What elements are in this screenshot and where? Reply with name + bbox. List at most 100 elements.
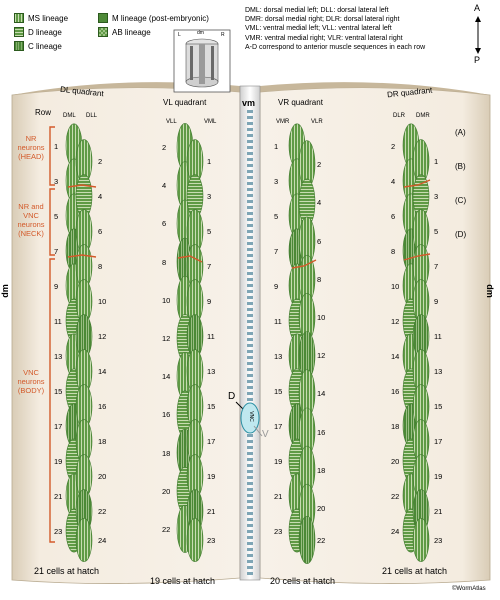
cell-number: 16 <box>317 427 326 437</box>
vnc-segment <box>247 482 253 485</box>
cell-number: 11 <box>54 316 62 326</box>
cell-number: 5 <box>434 227 439 237</box>
copyright: ©WormAtlas <box>452 586 486 592</box>
cell-number: 11 <box>274 316 282 326</box>
cell-number: 14 <box>391 351 400 361</box>
vnc-segment <box>247 344 253 347</box>
vnc-segment <box>247 176 253 179</box>
cell-number: 23 <box>207 536 216 545</box>
cell-number: 12 <box>162 334 171 343</box>
inset-left-label: L <box>178 32 181 38</box>
cell-number: 8 <box>391 246 396 256</box>
vnc-segment <box>247 302 253 305</box>
vnc-segment <box>247 194 253 197</box>
vnc-segment <box>247 326 253 329</box>
neck-boundary-dl <box>67 254 97 258</box>
legend-d-label: D lineage <box>28 27 62 37</box>
cell-number: 17 <box>434 437 443 447</box>
vnc-segment <box>247 386 253 389</box>
vnc-segment <box>247 260 253 263</box>
cell-number: 14 <box>98 367 107 377</box>
vnc-segment <box>247 290 253 293</box>
vr-cell-count: 20 cells at hatch <box>270 576 336 586</box>
sequence-d: (D) <box>455 230 467 239</box>
vnc-segment <box>247 242 253 245</box>
vnc-segment <box>247 146 253 149</box>
legend-ab: AB lineage <box>98 27 151 37</box>
vnc-segment <box>247 512 253 515</box>
cell-number: 20 <box>162 486 171 496</box>
cell-number: 12 <box>317 351 326 361</box>
neck-bracket <box>49 188 55 256</box>
cell-number: 9 <box>274 281 279 291</box>
vnc-segment <box>247 452 253 455</box>
vnc-bubble-label: VNC <box>247 411 254 422</box>
cell-number: 1 <box>274 141 279 151</box>
vnc-segment <box>247 296 253 299</box>
vm-label: vm <box>242 98 256 108</box>
muscle-cell <box>75 517 93 562</box>
cell-number: 6 <box>391 211 396 221</box>
vnc-segment <box>247 440 253 443</box>
cell-number: 24 <box>98 536 107 545</box>
head-bracket <box>49 126 55 186</box>
cell-number: 19 <box>54 456 63 466</box>
cell-number: 5 <box>207 227 212 237</box>
vnc-segment <box>247 506 253 509</box>
vnc-segment <box>247 500 253 503</box>
vnc-segment <box>247 560 253 563</box>
vnc-segment <box>247 218 253 221</box>
cell-number: 18 <box>317 465 326 475</box>
cell-number: 23 <box>434 536 443 545</box>
cell-number: 17 <box>274 421 283 431</box>
anterior-label: A <box>474 3 481 13</box>
vnc-segment <box>247 314 253 317</box>
vl-cell-count: 19 cells at hatch <box>150 576 216 586</box>
vnc-segment <box>247 392 253 395</box>
cell-number: 17 <box>54 421 63 431</box>
vnc-segment <box>247 398 253 401</box>
vnc-segment <box>247 476 253 479</box>
cell-number: 21 <box>207 507 216 517</box>
vnc-segment <box>247 566 253 569</box>
group-neck-label: NR and VNC neurons (NECK) <box>17 202 45 238</box>
cell-number: 21 <box>54 491 63 501</box>
vnc-segment <box>247 524 253 527</box>
vnc-segment <box>247 158 253 161</box>
vnc-segment <box>247 224 253 227</box>
cell-number: 22 <box>162 524 171 534</box>
cell-number: 13 <box>434 367 443 377</box>
vnc-segment <box>247 542 253 545</box>
cell-number: 14 <box>317 389 326 399</box>
cylinder-inset <box>173 29 231 93</box>
cell-number: 22 <box>317 536 326 545</box>
vnc-segment <box>247 356 253 359</box>
vnc-segment <box>247 518 253 521</box>
abbr-line-dorsal-left: DML: dorsal medial left; DLL: dorsal lat… <box>245 7 389 14</box>
cell-number: 21 <box>274 491 283 501</box>
cell-number: 18 <box>162 448 171 458</box>
cell-number: 3 <box>274 176 279 186</box>
col-vll: VLL <box>166 119 177 125</box>
vnc-segment <box>247 332 253 335</box>
cell-number: 4 <box>98 192 103 202</box>
cell-number: 19 <box>207 472 216 482</box>
vnc-segment <box>247 380 253 383</box>
vnc-segment <box>247 338 253 341</box>
vnc-segment <box>247 206 253 209</box>
head-boundary-dl <box>67 184 97 188</box>
vnc-segment <box>247 248 253 251</box>
cell-number: 13 <box>274 351 283 361</box>
vnc-segment <box>247 236 253 239</box>
cell-number: 6 <box>317 236 322 246</box>
vnc-segment <box>247 530 253 533</box>
ventral-marker-label: V <box>262 429 269 440</box>
vnc-segment <box>247 152 253 155</box>
vnc-segment <box>247 230 253 233</box>
cell-number: 8 <box>98 262 103 272</box>
vnc-segment <box>247 134 253 137</box>
cell-number: 10 <box>98 297 107 307</box>
legend-d: D lineage <box>14 27 62 37</box>
col-dll: DLL <box>86 113 98 119</box>
